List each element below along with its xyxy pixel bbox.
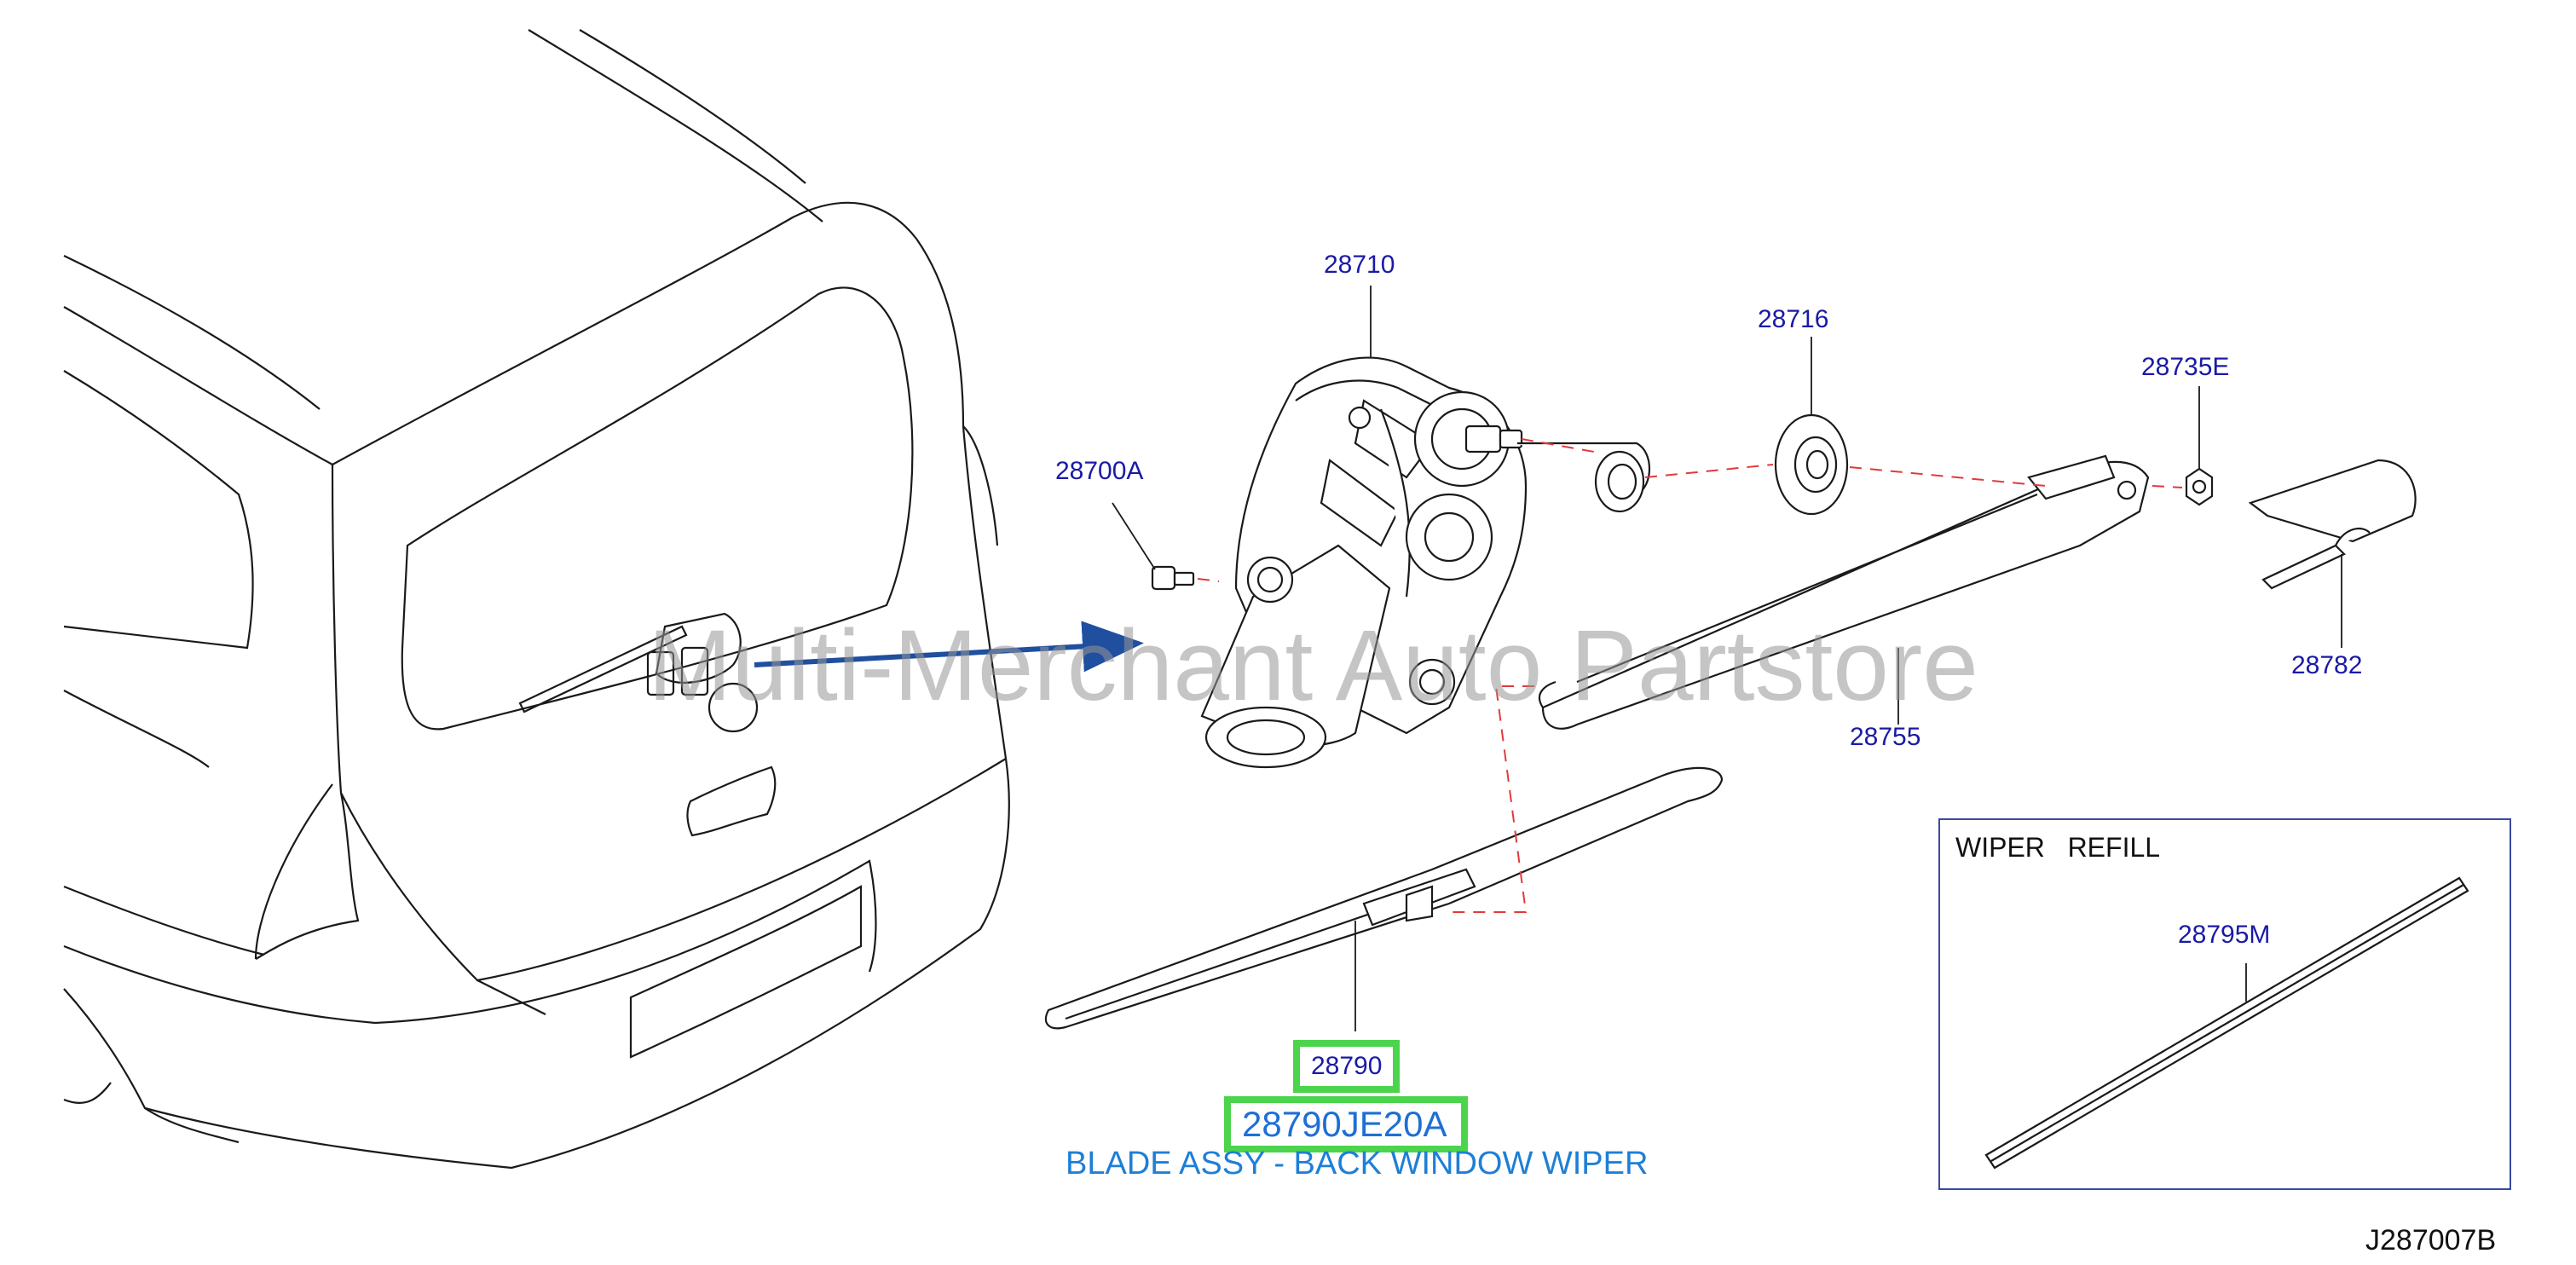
assembly-dashed-lines [1197,438,2183,913]
callout-leader-lines [1112,286,2342,1031]
wiper-blade-drawing [1044,766,1724,1030]
callout-28710[interactable]: 28710 [1324,251,1395,279]
callout-28795m[interactable]: 28795M [2178,921,2271,949]
watermark-text: Multi-Merchant Auto Partstore [648,609,1978,722]
vehicle-rear-drawing [63,29,1010,1170]
inset-title: WIPER REFILL [1955,832,2161,863]
part-number-highlight[interactable] [1224,1096,1468,1152]
wiper-refill-inset [1938,818,2511,1190]
part-number-text[interactable]: 28790JE20A [1242,1104,1447,1144]
arm-cap-drawing [2248,459,2417,590]
seal-drawing [1774,413,1849,516]
refill-strip-drawing [1984,876,2469,1170]
wiper-arm-drawing [1538,454,2150,730]
callout-28790-highlight[interactable] [1293,1040,1400,1093]
bolt-drawing [1151,565,1195,591]
nut-drawing [2185,467,2214,506]
diagram-code: J287007B [2365,1224,2497,1256]
callout-28716[interactable]: 28716 [1758,305,1829,333]
location-arrow [754,621,1144,673]
part-description: BLADE ASSY - BACK WINDOW WIPER [1066,1146,1649,1181]
callout-28735e[interactable]: 28735E [2141,353,2230,381]
grommet-drawing [1594,450,1645,513]
callout-28755[interactable]: 28755 [1850,723,1921,751]
callout-28790[interactable]: 28790 [1311,1052,1383,1080]
wiper-motor-drawing [1200,356,1651,769]
callout-28700a[interactable]: 28700A [1055,457,1144,485]
callout-28782[interactable]: 28782 [2291,651,2363,679]
